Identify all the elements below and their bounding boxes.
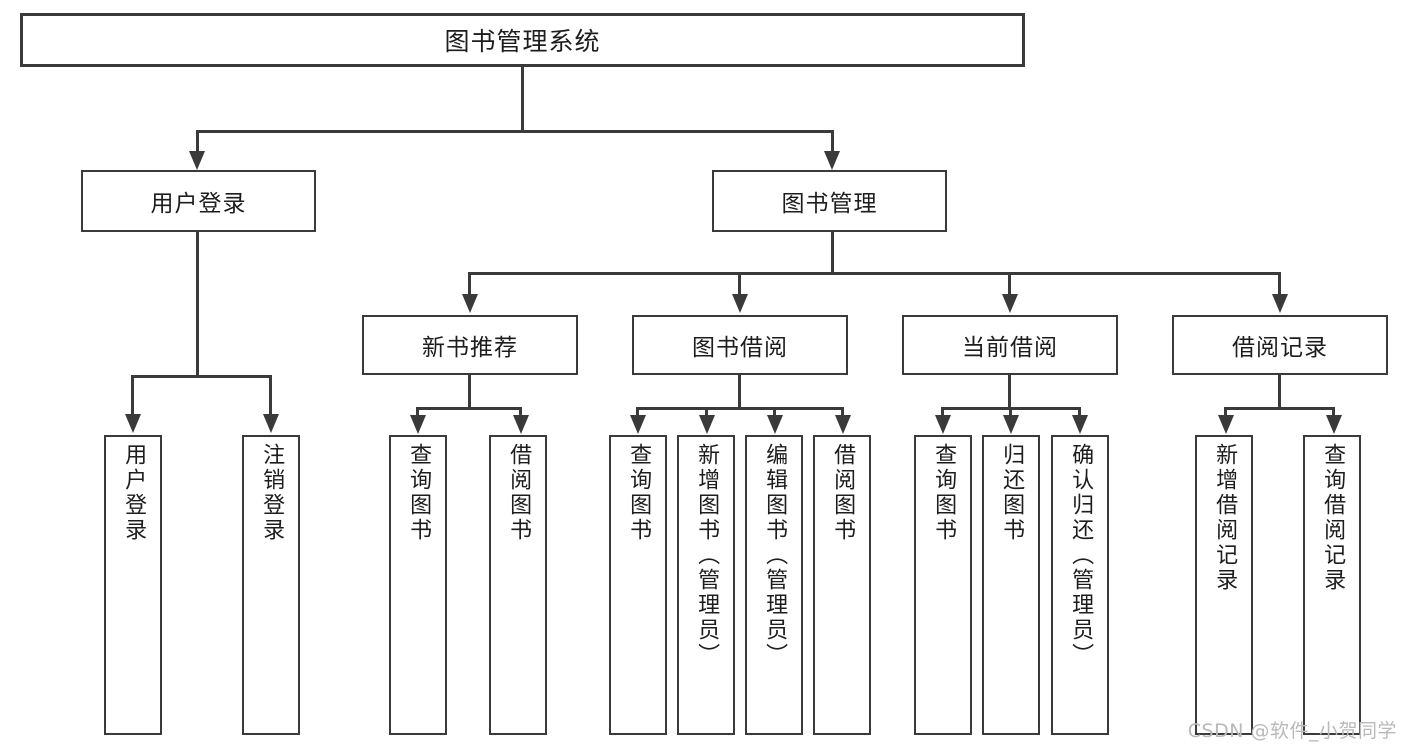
- connector-drop-br-leaf-2: [1332, 407, 1335, 417]
- node-label: 注销登录: [259, 443, 285, 543]
- arrow-to-borrow-record: [1272, 294, 1288, 313]
- arrow-to-leaf-logout: [263, 414, 279, 433]
- connector-drop-cb-leaf-2: [1009, 407, 1012, 417]
- connector-drop-bb-leaf-2: [705, 407, 708, 417]
- arrow-to-user-login: [189, 151, 205, 170]
- leaf-edit-book-admin[interactable]: 编辑图书（管理员）: [745, 435, 803, 735]
- connector-book-management-stem: [831, 232, 834, 274]
- arrow-to-cb-leaf-3: [1072, 415, 1088, 434]
- arrow-to-cb-leaf-2: [1003, 415, 1019, 434]
- connector-drop-leaf-logout: [269, 375, 272, 416]
- node-label: 当前借阅: [962, 335, 1058, 361]
- node-label: 借阅图书: [830, 443, 856, 543]
- connector-root-stem: [521, 67, 524, 130]
- connector-drop-borrow-record: [1278, 272, 1281, 296]
- connector-drop-book-borrow: [738, 272, 741, 296]
- node-book-borrow[interactable]: 图书借阅: [632, 315, 848, 375]
- arrow-to-book-borrow: [732, 294, 748, 313]
- connector-drop-nb-leaf-2: [519, 407, 522, 417]
- connector-borrow-record-bus: [1224, 407, 1334, 410]
- arrow-to-current-borrow: [1002, 294, 1018, 313]
- node-label: 新书推荐: [422, 335, 518, 361]
- node-label: 借阅记录: [1232, 335, 1328, 361]
- connector-root-bus: [196, 130, 834, 133]
- connector-book-management-bus: [468, 272, 1280, 275]
- arrow-to-bb-leaf-4: [835, 415, 851, 434]
- leaf-logout[interactable]: 注销登录: [242, 435, 300, 735]
- node-label: 确认归还（管理员）: [1068, 443, 1094, 668]
- leaf-query-borrow-record[interactable]: 查询借阅记录: [1303, 435, 1361, 735]
- node-label: 用户登录: [121, 443, 147, 543]
- connector-drop-current-borrow: [1008, 272, 1011, 296]
- node-label: 图书管理系统: [444, 27, 601, 56]
- arrow-to-br-leaf-1: [1218, 415, 1234, 434]
- node-user-login[interactable]: 用户登录: [81, 170, 316, 232]
- connector-drop-bb-leaf-3: [773, 407, 776, 417]
- connector-book-borrow-stem: [738, 375, 741, 410]
- arrow-to-new-book-recommend: [462, 294, 478, 313]
- connector-drop-book-management: [831, 130, 834, 153]
- arrow-to-leaf-user-login: [125, 414, 141, 433]
- connector-drop-nb-leaf-1: [416, 407, 419, 417]
- connector-drop-cb-leaf-3: [1078, 407, 1081, 417]
- node-label: 借阅图书: [506, 443, 532, 543]
- connector-drop-leaf-user-login: [131, 375, 134, 416]
- leaf-add-borrow-record[interactable]: 新增借阅记录: [1195, 435, 1253, 735]
- node-root-book-management-system[interactable]: 图书管理系统: [20, 13, 1025, 67]
- connector-user-login-bus: [131, 375, 271, 378]
- node-label: 图书借阅: [692, 335, 788, 361]
- leaf-confirm-return-admin[interactable]: 确认归还（管理员）: [1051, 435, 1109, 735]
- node-new-book-recommend[interactable]: 新书推荐: [362, 315, 578, 375]
- node-label: 归还图书: [999, 443, 1025, 543]
- leaf-user-login[interactable]: 用户登录: [104, 435, 162, 735]
- connector-drop-br-leaf-1: [1224, 407, 1227, 417]
- connector-drop-user-login: [196, 130, 199, 153]
- leaf-return-book[interactable]: 归还图书: [982, 435, 1040, 735]
- connector-drop-bb-leaf-4: [841, 407, 844, 417]
- arrow-to-bb-leaf-1: [630, 415, 646, 434]
- leaf-add-book-admin[interactable]: 新增图书（管理员）: [677, 435, 735, 735]
- arrow-to-bb-leaf-2: [699, 415, 715, 434]
- csdn-watermark: CSDN @软件_小贺同学: [1187, 720, 1397, 742]
- connector-user-login-stem: [196, 232, 199, 375]
- connector-drop-cb-leaf-1: [941, 407, 944, 417]
- leaf-borrow-book-recommend[interactable]: 借阅图书: [489, 435, 547, 735]
- node-label: 查询借阅记录: [1320, 443, 1346, 593]
- node-current-borrow[interactable]: 当前借阅: [902, 315, 1118, 375]
- node-label: 查询图书: [931, 443, 957, 543]
- connector-new-book-stem: [468, 375, 471, 410]
- node-book-management[interactable]: 图书管理: [712, 170, 947, 232]
- leaf-query-book-borrow[interactable]: 查询图书: [609, 435, 667, 735]
- node-label: 新增图书（管理员）: [694, 443, 720, 668]
- arrow-to-book-management: [824, 151, 840, 170]
- arrow-to-br-leaf-2: [1326, 415, 1342, 434]
- leaf-borrow-book[interactable]: 借阅图书: [813, 435, 871, 735]
- connector-drop-new-book: [468, 272, 471, 296]
- leaf-query-book-current[interactable]: 查询图书: [914, 435, 972, 735]
- node-label: 新增借阅记录: [1212, 443, 1238, 593]
- node-label: 图书管理: [781, 191, 878, 217]
- arrow-to-nb-leaf-1: [410, 415, 426, 434]
- node-label: 用户登录: [150, 191, 247, 217]
- node-label: 编辑图书（管理员）: [762, 443, 788, 668]
- node-label: 查询图书: [406, 443, 432, 543]
- connector-book-borrow-bus: [636, 407, 843, 410]
- node-label: 查询图书: [626, 443, 652, 543]
- arrow-to-cb-leaf-1: [935, 415, 951, 434]
- arrow-to-bb-leaf-3: [767, 415, 783, 434]
- connector-current-borrow-stem: [1008, 375, 1011, 410]
- leaf-query-book-recommend[interactable]: 查询图书: [389, 435, 447, 735]
- connector-new-book-bus: [416, 407, 521, 410]
- arrow-to-nb-leaf-2: [513, 415, 529, 434]
- connector-drop-bb-leaf-1: [636, 407, 639, 417]
- node-borrow-record[interactable]: 借阅记录: [1172, 315, 1388, 375]
- connector-borrow-record-stem: [1278, 375, 1281, 410]
